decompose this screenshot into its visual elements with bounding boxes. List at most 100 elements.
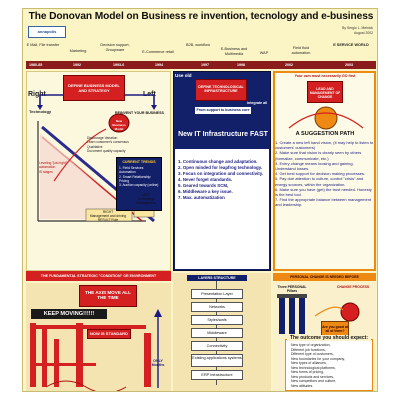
it-list-item: 2. Open minded for leapfrog technology. xyxy=(178,164,263,170)
pillar xyxy=(279,298,285,334)
curve-arrow xyxy=(53,128,107,182)
current-trends-list: 1. Field Services Automation 2. Smart Re… xyxy=(119,166,159,188)
shaded-area xyxy=(40,133,136,219)
outcome-item: New forms of pricing, xyxy=(291,370,324,375)
author-block: By Sergio L. Melnick August 2002 xyxy=(342,26,373,35)
are-you-good-text: Are you good at all of them? xyxy=(322,325,348,333)
year-label: 1998 xyxy=(237,62,245,67)
author-name: By Sergio L. Melnick xyxy=(342,26,373,30)
right-rules-text: RIGHT Management and driving RESULT Rule xyxy=(89,210,127,223)
axis-move-text: THE AXIS MOVE ALL THE TIME xyxy=(85,290,131,300)
now-standard-box: NOW IS STANDARD xyxy=(87,329,131,339)
define-business-text: DEFINE BUSINESS MODEL AND STRATEGY xyxy=(68,83,120,93)
new-business-model-text: New Business Model xyxy=(112,119,126,131)
outcome-item: New competitors and culture, xyxy=(291,379,337,384)
layer-box: Networks xyxy=(191,302,243,312)
lead-change-box: LEAD AND MANAGEMENT OF CHANGE xyxy=(307,81,343,103)
only-months-text: ONLY Months xyxy=(151,359,165,367)
define-business-box: DEFINE BUSINESS MODEL AND STRATEGY xyxy=(63,75,125,101)
outcome-item: New products and services, xyxy=(291,374,334,379)
outcomes-title: The outcome you should expect: xyxy=(287,335,371,341)
change-cycle-diagram xyxy=(288,106,364,130)
outcome-item: New type of organization, xyxy=(291,343,331,347)
strategic-condition-text: THE FUNDAMENTAL STRATEGIC "CONDITION" OR… xyxy=(40,274,157,278)
right-section xyxy=(273,71,376,271)
it-infrastructure-heading: New IT Infrastructure FAST xyxy=(178,131,268,138)
path-step: 5. Pay due attention to culture, control… xyxy=(275,176,364,187)
author-date: August 2002 xyxy=(353,30,373,35)
layer-box: Styles/wafs xyxy=(191,315,243,325)
arrowhead-right xyxy=(37,105,43,110)
path-step: 6. Make sure you have (get) the trust ne… xyxy=(275,186,372,197)
use-old-label: Use old xyxy=(175,73,192,78)
pillars-diagram xyxy=(277,294,360,334)
axis-move-box: THE AXIS MOVE ALL THE TIME xyxy=(79,285,137,307)
path-step: 2. Make sure that vision is clearly seen… xyxy=(275,150,362,161)
strategic-condition-banner: THE FUNDAMENTAL STRATEGIC "CONDITION" OR… xyxy=(26,271,171,281)
change-cycle-circle xyxy=(314,106,338,130)
red-column xyxy=(76,323,83,387)
outcome-item: New boundaries for your company, xyxy=(291,356,346,361)
define-infrastructure-text: DEFINE TECHNOLOGICAL INFRASTRUCTURE xyxy=(198,85,244,93)
top-note: Your own must necessarily GO first xyxy=(294,74,356,78)
it-infrastructure-list: 1. Continuous change and adaptation. 2. … xyxy=(178,159,268,201)
era-label: E Mail, File transfer xyxy=(26,43,60,47)
leveling-note: Leveling "just right" automation IS stag… xyxy=(39,161,67,174)
it-list-item: 7. Max. automatization xyxy=(178,194,225,200)
layer-box: Presentation Layer xyxy=(191,289,243,299)
current-trends-box: CURRENT TRENDS 1. Field Services Automat… xyxy=(116,157,162,211)
change-arc xyxy=(288,112,364,129)
it-list-item: 1. Continuous change and adaptation. xyxy=(178,159,258,164)
era-label: Field fluid automation xyxy=(291,46,311,55)
discourage-note: Discourage Variation Learn customer's co… xyxy=(87,136,129,153)
pillar-roof xyxy=(277,294,307,298)
left-rules-text: LEFT Technology Management xyxy=(136,193,156,206)
months-arrowhead xyxy=(154,309,162,317)
new-business-oval xyxy=(108,113,130,133)
era-label: B2B, workflow xyxy=(185,43,211,47)
now-standard-text: NOW IS STANDARD xyxy=(90,331,128,336)
current-trends-title: CURRENT TRENDS xyxy=(122,160,156,164)
outcome-item: New types of alliances, xyxy=(291,361,327,366)
support-to-core-box: From support to business core xyxy=(195,107,251,114)
outcomes-list: New type of organization, Different job … xyxy=(291,343,373,388)
movement-diagram xyxy=(30,309,162,391)
poster: The Donovan Model on Business re inventi… xyxy=(22,8,378,392)
year-label: 1992 xyxy=(73,62,81,67)
technology-label: Technology xyxy=(29,109,52,114)
define-infrastructure-box: DEFINE TECHNOLOGICAL INFRASTRUCTURE xyxy=(195,79,247,101)
personal-change-text: PERSONAL CHANGE IS NEEDED BEFORE xyxy=(290,275,359,279)
era-label: E-Business and Multimedia xyxy=(220,47,248,56)
it-list-item: 5. Geared towards SCM, xyxy=(178,182,229,188)
pillar xyxy=(289,298,295,334)
timeline-bar xyxy=(26,61,376,69)
logo: annapolis xyxy=(28,26,66,38)
year-label: 2002 xyxy=(285,62,293,67)
arrow-left xyxy=(125,94,155,105)
it-list-item: 6. Middleware a key issue. xyxy=(178,188,233,194)
outcome-item: New attitudes. xyxy=(291,383,314,388)
year-label: 1993-6 xyxy=(113,62,125,67)
it-list-item: 3. Focus on integration and connectivity… xyxy=(178,170,264,176)
era-label: Decision support, Groupware xyxy=(100,43,130,52)
outcome-item: New technological platforms, xyxy=(291,365,336,370)
outcome-item: Different type of customers, xyxy=(291,352,334,357)
layer-box: Connectivity xyxy=(191,341,243,351)
pillar xyxy=(299,298,305,334)
suggestion-path-heading: A SUGGESTION PATH xyxy=(295,131,355,137)
right-rules-box xyxy=(85,208,133,222)
red-beam xyxy=(36,325,146,329)
arrowhead-left xyxy=(151,105,157,110)
era-label: E-Commerce retail xyxy=(142,50,174,54)
right-label: Right xyxy=(28,91,46,98)
era-label: E SERVICE WORLD xyxy=(333,43,369,47)
integrate-all-label: integrate all xyxy=(247,101,268,105)
red-beam xyxy=(36,363,96,366)
red-column xyxy=(30,323,36,387)
lead-change-text: LEAD AND MANAGEMENT OF CHANGE xyxy=(309,87,341,99)
year-label: 1997 xyxy=(201,62,209,67)
pillars-arrow xyxy=(314,306,344,317)
poster-title: The Donovan Model on Business re inventi… xyxy=(28,11,374,22)
it-list-panel xyxy=(175,149,269,269)
layer-box: Existing applications systems xyxy=(191,354,243,367)
